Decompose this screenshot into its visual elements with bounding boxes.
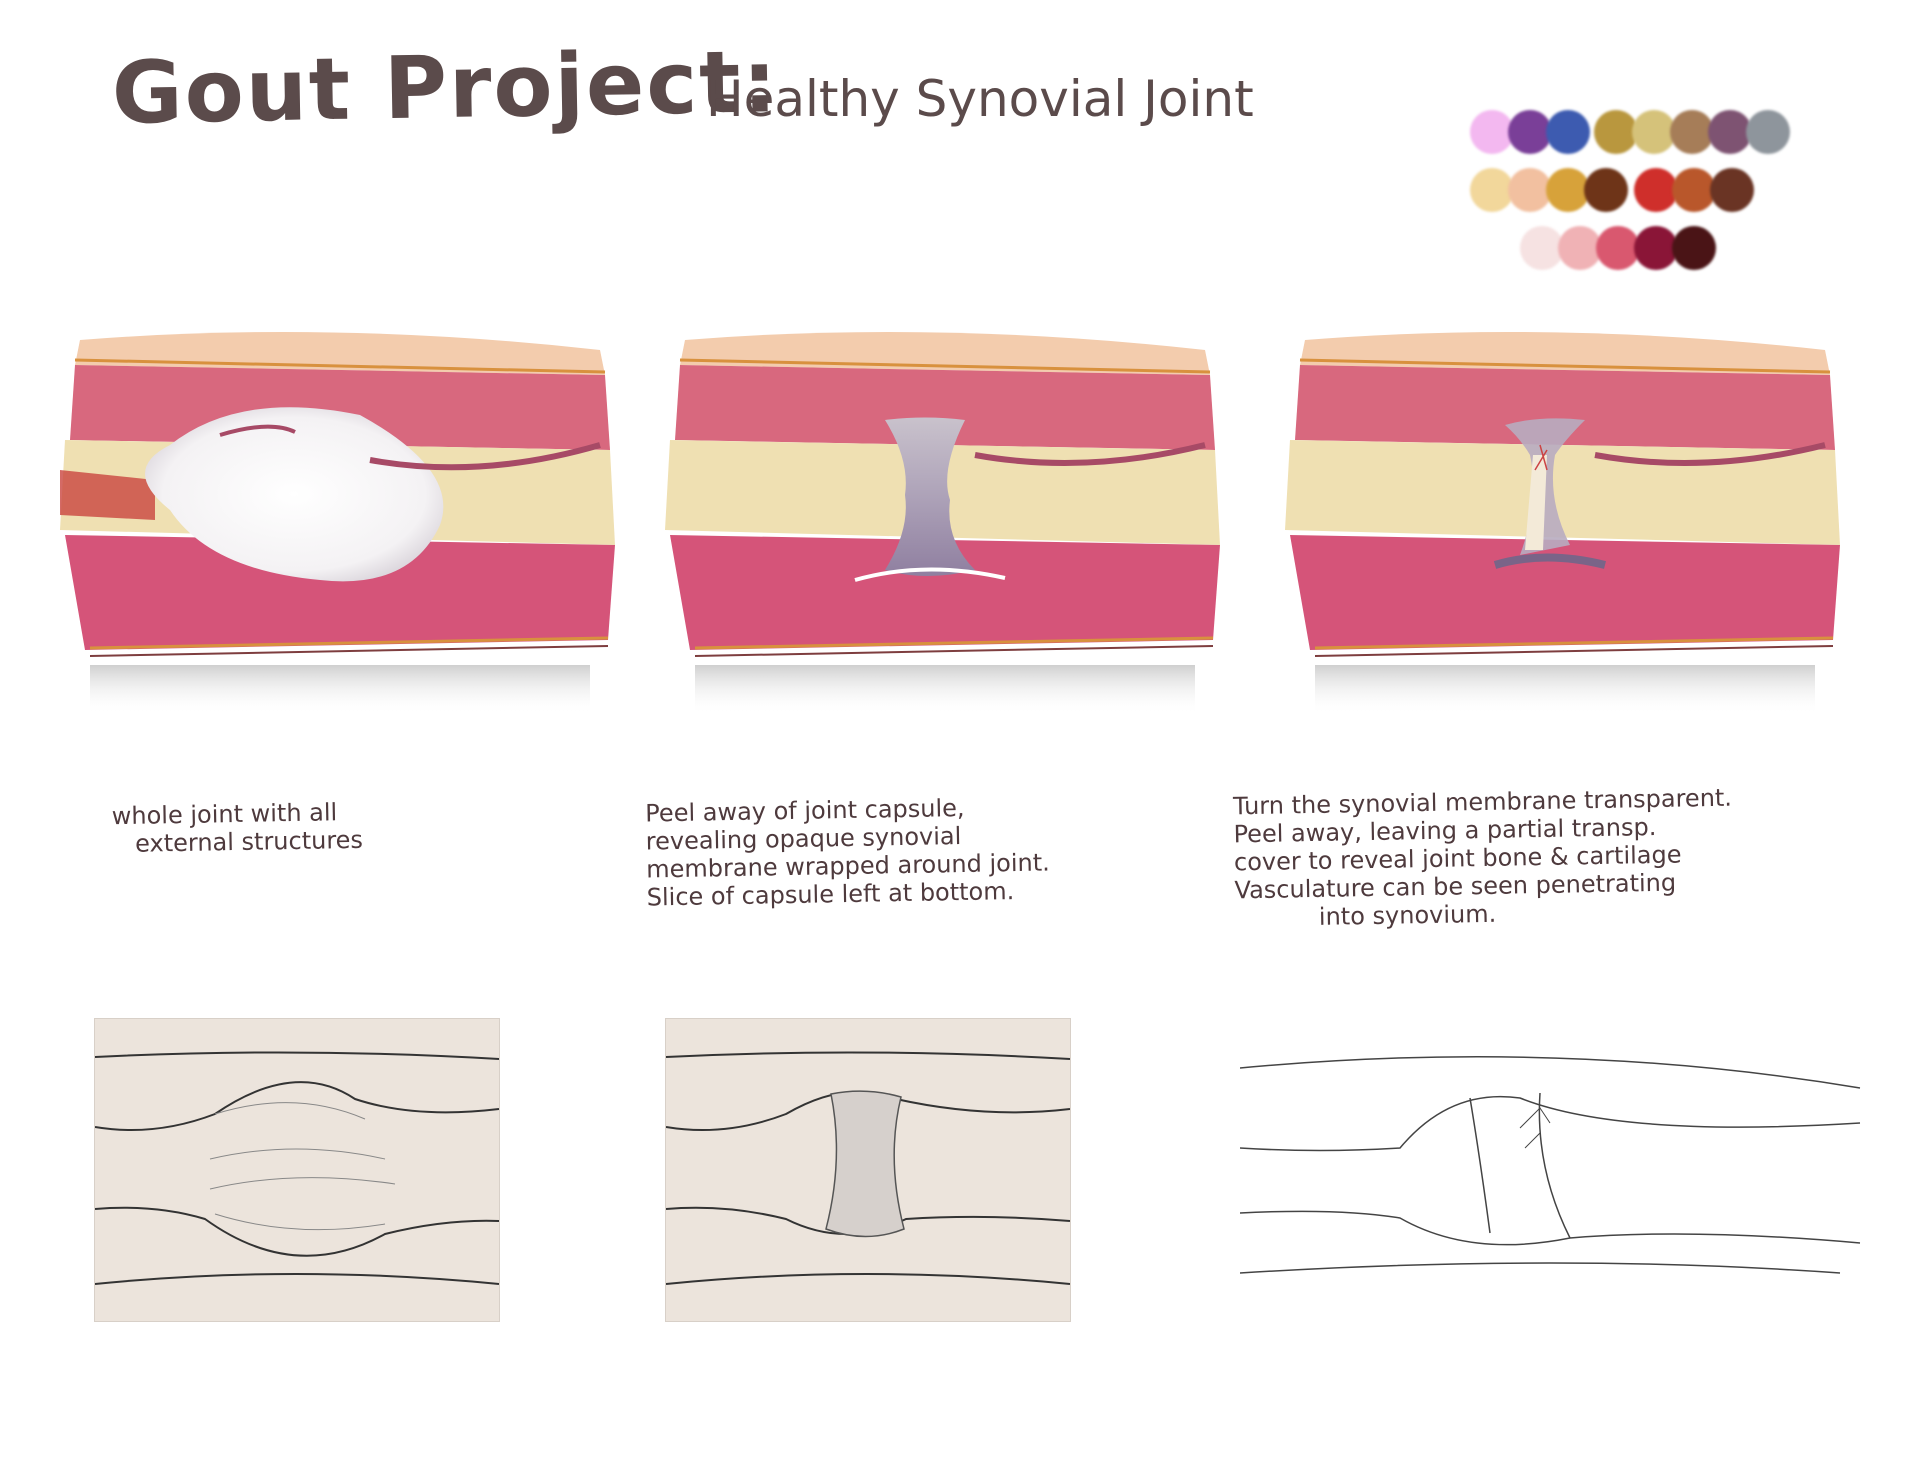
- palette-swatch: [1546, 110, 1590, 154]
- sketch-opaque-synovium: [665, 1018, 1071, 1322]
- palette-swatch: [1520, 226, 1564, 270]
- palette-swatch: [1508, 110, 1552, 154]
- palette-swatch: [1594, 110, 1638, 154]
- palette-swatch: [1558, 226, 1602, 270]
- page-title: Gout Project:: [111, 32, 780, 144]
- palette-swatch: [1710, 168, 1754, 212]
- palette-swatch: [1708, 110, 1752, 154]
- illustration-whole-joint: [60, 332, 615, 715]
- sketch-whole-joint: [94, 1018, 500, 1322]
- caption-panel-2: Peel away of joint capsule, revealing op…: [645, 793, 1050, 912]
- palette-swatch: [1672, 226, 1716, 270]
- palette-swatch: [1546, 168, 1590, 212]
- caption-panel-3: Turn the synovial membrane transparent. …: [1232, 783, 1733, 933]
- sketch-transparent-synovium: [1240, 1028, 1880, 1314]
- palette-swatch: [1596, 226, 1640, 270]
- palette-swatch: [1634, 168, 1678, 212]
- palette-swatch: [1670, 110, 1714, 154]
- palette-swatch: [1470, 168, 1514, 212]
- caption-panel-1: whole joint with all external structures: [111, 798, 364, 859]
- illustration-opaque-synovium: [665, 332, 1220, 715]
- page-subtitle: Healthy Synovial Joint: [706, 70, 1254, 128]
- palette-swatch: [1634, 226, 1678, 270]
- palette-swatch: [1632, 110, 1676, 154]
- palette-swatch: [1584, 168, 1628, 212]
- palette-swatch: [1508, 168, 1552, 212]
- palette-swatch: [1746, 110, 1790, 154]
- palette-swatch: [1470, 110, 1514, 154]
- color-palette: [1470, 110, 1820, 300]
- palette-swatch: [1672, 168, 1716, 212]
- illustration-transparent-synovium: [1285, 332, 1840, 715]
